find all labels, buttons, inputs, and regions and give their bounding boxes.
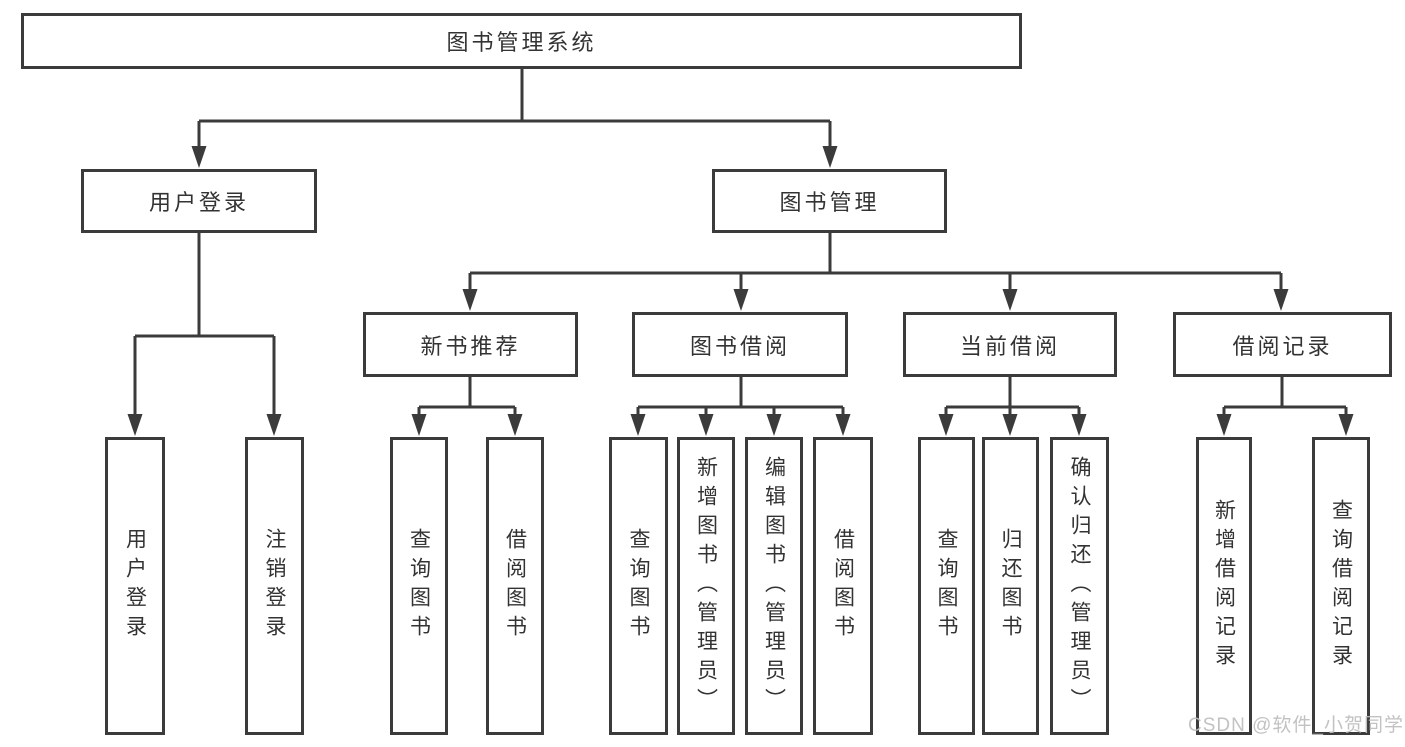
connector-current-borrowing-children bbox=[944, 377, 1081, 418]
leaf-label: 查询图书 bbox=[627, 528, 650, 644]
arrowhead bbox=[630, 414, 646, 436]
arrowhead bbox=[1338, 414, 1354, 436]
connector-new-book-recommend-children bbox=[417, 377, 517, 418]
node-leaf-nbr-borrow-books: 借阅图书 bbox=[486, 437, 544, 735]
leaf-label: 借阅图书 bbox=[831, 528, 855, 644]
node-leaf-logout: 注销登录 bbox=[245, 437, 304, 735]
node-leaf-cb-return-books: 归还图书 bbox=[982, 437, 1039, 735]
node-leaf-cb-confirm-return: 确认归还（管理员） bbox=[1050, 437, 1109, 735]
csdn-watermark: CSDN @软件_小贺同学 bbox=[1188, 715, 1404, 736]
arrowhead bbox=[411, 414, 427, 436]
arrowhead bbox=[191, 146, 207, 168]
leaf-label: 确认归还（管理员） bbox=[1068, 455, 1091, 717]
connector-user-login-children bbox=[133, 233, 276, 418]
arrowhead bbox=[266, 414, 282, 436]
arrowhead bbox=[1002, 414, 1018, 436]
arrowhead bbox=[127, 414, 143, 436]
node-leaf-bb-edit-book: 编辑图书（管理员） bbox=[745, 437, 803, 735]
leaf-label: 查询借阅记录 bbox=[1329, 499, 1353, 673]
arrowhead bbox=[938, 414, 954, 436]
arrowhead bbox=[1002, 289, 1018, 311]
leaf-label: 查询图书 bbox=[407, 528, 431, 644]
node-leaf-bb-add-book: 新增图书（管理员） bbox=[677, 437, 735, 735]
node-book-borrowing: 图书借阅 bbox=[632, 312, 848, 377]
arrowhead bbox=[822, 146, 838, 168]
leaf-label: 查询图书 bbox=[935, 528, 958, 644]
node-leaf-cb-query-books: 查询图书 bbox=[918, 437, 975, 735]
leaf-label: 新增借阅记录 bbox=[1212, 499, 1236, 673]
leaf-label: 编辑图书（管理员） bbox=[762, 455, 786, 717]
arrowheads bbox=[127, 146, 1354, 436]
arrowhead bbox=[835, 414, 851, 436]
node-current-borrowing: 当前借阅 bbox=[903, 312, 1117, 377]
node-leaf-nbr-query-books: 查询图书 bbox=[390, 437, 448, 735]
arrowhead bbox=[462, 289, 478, 311]
leaf-label: 新增图书（管理员） bbox=[694, 455, 718, 717]
node-leaf-br-query-record: 查询借阅记录 bbox=[1312, 437, 1370, 735]
leaf-label: 用户登录 bbox=[123, 528, 147, 644]
connector-book-management-children bbox=[468, 233, 1283, 293]
node-borrowing-records: 借阅记录 bbox=[1173, 312, 1392, 377]
arrowhead bbox=[733, 289, 749, 311]
leaf-label: 注销登录 bbox=[263, 528, 286, 644]
arrowhead bbox=[766, 414, 782, 436]
node-root: 图书管理系统 bbox=[21, 13, 1022, 69]
arrowhead bbox=[1071, 414, 1087, 436]
leaf-label: 归还图书 bbox=[999, 528, 1022, 644]
node-leaf-br-add-record: 新增借阅记录 bbox=[1196, 437, 1252, 735]
leaf-label: 借阅图书 bbox=[503, 528, 527, 644]
node-new-book-recommend: 新书推荐 bbox=[363, 312, 578, 377]
node-leaf-bb-query-books: 查询图书 bbox=[609, 437, 668, 735]
arrowhead bbox=[1216, 414, 1232, 436]
node-user-login: 用户登录 bbox=[81, 169, 317, 233]
connector-borrowing-records-children bbox=[1222, 377, 1348, 418]
node-leaf-user-login: 用户登录 bbox=[105, 437, 165, 735]
node-book-management: 图书管理 bbox=[712, 169, 947, 233]
node-leaf-bb-borrow-book: 借阅图书 bbox=[813, 437, 873, 735]
arrowhead bbox=[1273, 289, 1289, 311]
arrowhead bbox=[698, 414, 714, 436]
connector-book-borrowing-children bbox=[636, 377, 845, 418]
arrowhead bbox=[507, 414, 523, 436]
connector-root-to-level2 bbox=[197, 69, 832, 150]
